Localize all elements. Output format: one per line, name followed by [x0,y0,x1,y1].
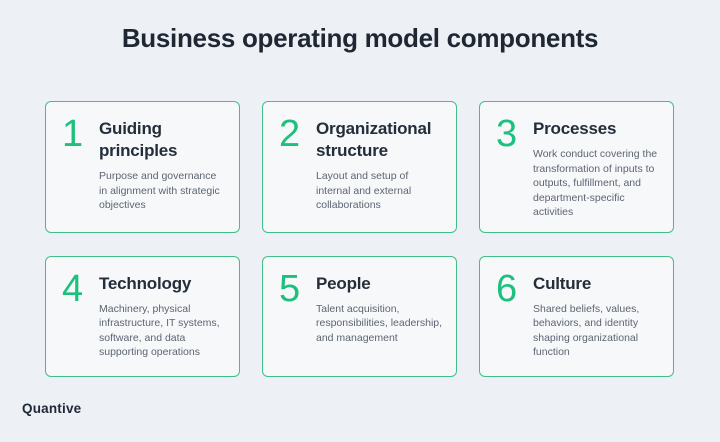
component-card: 6 Culture Shared beliefs, values, behavi… [479,255,674,377]
card-content: People Talent acquisition, responsibilit… [316,271,443,364]
card-content: Organizational structure Layout and setu… [316,116,443,220]
card-content: Culture Shared beliefs, values, behavior… [533,271,660,364]
quantive-logo: Quantive [22,401,82,416]
card-content: Processes Work conduct covering the tran… [533,116,660,220]
card-description: Talent acquisition, responsibilities, le… [316,302,443,344]
card-content: Guiding principles Purpose and governanc… [99,116,226,220]
card-title: Guiding principles [99,119,178,160]
card-description: Machinery, physical infrastructure, IT s… [99,302,220,359]
card-number: 5 [279,267,301,310]
component-card: 5 People Talent acquisition, responsibil… [262,255,457,377]
card-description: Purpose and governance in alignment with… [99,170,220,211]
card-title: People [316,273,371,293]
component-card: 4 Technology Machinery, physical infrast… [45,255,240,377]
card-description: Layout and setup of internal and externa… [316,170,412,211]
cards-grid: 1 Guiding principles Purpose and governa… [45,101,674,377]
card-title: Processes [533,119,617,138]
card-number: 3 [496,113,518,155]
card-title: Technology [99,273,192,293]
component-card: 3 Processes Work conduct covering the tr… [479,101,674,233]
card-number: 4 [62,267,84,310]
card-title: Culture [533,273,592,293]
card-description: Work conduct covering the transformation… [533,148,658,218]
card-description: Shared beliefs, values, behaviors, and i… [533,302,640,359]
page-title: Business operating model components [121,23,599,53]
card-content: Technology Machinery, physical infrastru… [99,271,226,364]
component-card: 1 Guiding principles Purpose and governa… [45,101,240,233]
card-number: 1 [62,113,84,155]
card-number: 2 [279,113,301,155]
card-title: Organizational structure [316,119,432,160]
card-number: 6 [496,267,518,310]
component-card: 2 Organizational structure Layout and se… [262,101,457,233]
